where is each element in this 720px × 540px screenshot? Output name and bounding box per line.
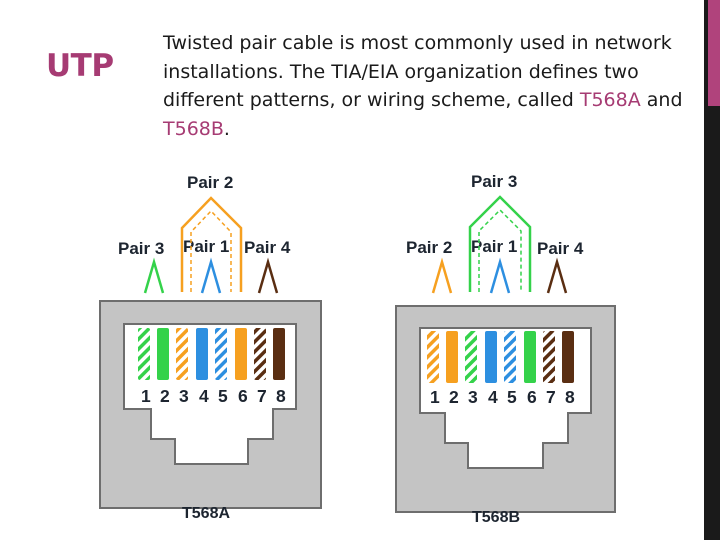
- jack-b-left-pair-chevron: [431, 257, 453, 294]
- jack-a-middle-pair-label: Pair 1: [183, 237, 229, 256]
- jack-b-wire-6: [524, 331, 536, 383]
- jack-b-pin-2: 2: [449, 387, 459, 407]
- standard-b-highlight: T568B: [163, 117, 224, 140]
- jack-a-wire-6: [235, 328, 247, 380]
- jack-a-pin-8: 8: [276, 386, 286, 406]
- jack-a-wire-2: [157, 328, 169, 380]
- jack-a-standard-label: T568A: [182, 505, 230, 522]
- jack-b-right-pair-label: Pair 4: [537, 239, 584, 258]
- jack-b-pin-numbers: 1 2 3 4 5 6 7 8: [430, 387, 575, 407]
- jack-b-wire-7: [543, 331, 555, 383]
- jack-a-pin-4: 4: [199, 386, 209, 406]
- side-accent: [708, 0, 720, 106]
- jack-b-wire-3: [465, 331, 477, 383]
- jack-t568a: Pair 2 Pair 3 Pair 1 Pair 4 1 2 3: [99, 173, 322, 522]
- jack-b-wire-5: [504, 331, 516, 383]
- jack-b-pin-4: 4: [488, 387, 498, 407]
- jack-a-wires: [138, 328, 285, 380]
- jack-b-pin-5: 5: [507, 387, 517, 407]
- description-text-after: .: [223, 117, 230, 140]
- jack-a-wire-5: [215, 328, 227, 380]
- jack-b-top-pair-stripe-line: [478, 208, 522, 292]
- jack-b-pin-3: 3: [468, 387, 478, 407]
- jack-b-right-pair-chevron: [546, 257, 568, 294]
- description-text-middle: and: [640, 89, 683, 111]
- jack-b-wire-8: [562, 331, 574, 383]
- jack-b-pin-1: 1: [430, 387, 440, 407]
- jack-a-wire-7: [254, 328, 266, 380]
- jack-a-pin-5: 5: [218, 386, 228, 406]
- jack-b-pin-8: 8: [565, 387, 575, 407]
- jack-a-left-pair-chevron: [143, 257, 165, 294]
- jack-a-pin-3: 3: [179, 386, 189, 406]
- jack-a-pin-7: 7: [257, 386, 267, 406]
- description-text-before: Twisted pair cable is most commonly used…: [163, 32, 672, 111]
- slide-description: Twisted pair cable is most commonly used…: [163, 29, 693, 143]
- jack-b-pin-7: 7: [546, 387, 556, 407]
- jack-a-middle-pair-chevron: [200, 257, 222, 294]
- jack-a-right-pair-chevron: [257, 257, 279, 294]
- jack-a-pin-numbers: 1 2 3 4 5 6 7 8: [141, 386, 286, 406]
- jack-a-top-pair-label: Pair 2: [187, 173, 233, 192]
- jack-a-wire-1: [138, 328, 150, 380]
- jack-a-wire-4: [196, 328, 208, 380]
- jack-b-top-pair-arrow: [468, 195, 532, 292]
- jack-b-pin-6: 6: [527, 387, 537, 407]
- jack-a-wire-3: [176, 328, 188, 380]
- jack-a-top-pair-arrow: [180, 196, 243, 292]
- jack-b-wire-1: [427, 331, 439, 383]
- jack-b-middle-pair-chevron: [489, 257, 511, 294]
- jack-b-middle-pair-label: Pair 1: [471, 237, 517, 256]
- jack-a-pin-6: 6: [238, 386, 248, 406]
- jack-a-left-pair-label: Pair 3: [118, 239, 164, 258]
- jack-b-wire-4: [485, 331, 497, 383]
- jack-a-pin-1: 1: [141, 386, 151, 406]
- slide-title: UTP: [46, 48, 114, 84]
- jack-a-wire-8: [273, 328, 285, 380]
- jack-a-pin-2: 2: [160, 386, 170, 406]
- jack-t568b: Pair 3 Pair 2 Pair 1 Pair 4 1 2 3: [395, 172, 616, 526]
- jack-b-wire-2: [446, 331, 458, 383]
- side-bar: [704, 0, 720, 540]
- jack-b-left-pair-label: Pair 2: [406, 238, 452, 257]
- jack-b-standard-label: T568B: [472, 509, 520, 526]
- jack-b-wires: [427, 331, 574, 383]
- jack-a-right-pair-label: Pair 4: [244, 238, 291, 257]
- jack-b-top-pair-label: Pair 3: [471, 172, 517, 191]
- standard-a-highlight: T568A: [579, 89, 641, 111]
